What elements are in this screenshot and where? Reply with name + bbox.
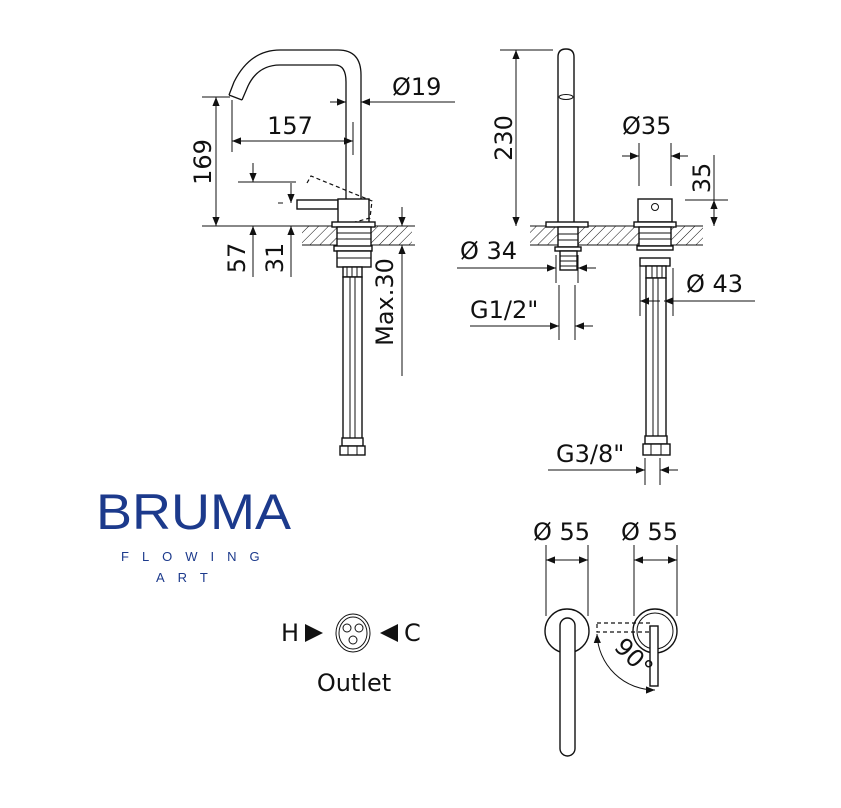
hot-arrow-icon	[305, 624, 323, 642]
dim-flange-43: Ø 43	[686, 270, 743, 298]
front-view	[530, 48, 703, 456]
outlet-connector-icon	[335, 613, 371, 653]
dim-thread-half-inch: G1/2"	[470, 296, 538, 324]
side-view-dimensions: Ø19 157 169 57 31 Max.30	[189, 73, 455, 376]
mixer-body	[337, 198, 370, 224]
dim-body-diameter-35: Ø35	[622, 112, 671, 140]
hot-label: H	[281, 619, 299, 647]
dim-right-rosette-55: Ø 55	[621, 518, 678, 546]
dim-lever-height: 57	[223, 243, 251, 274]
spout-pole	[557, 48, 575, 222]
dim-body-height: 31	[261, 243, 289, 274]
dim-spout-pole-height: 230	[490, 115, 518, 161]
dim-flange-34: Ø 34	[460, 237, 517, 265]
logo-tagline-2: ART	[156, 570, 221, 585]
cold-arrow-icon	[380, 624, 398, 642]
side-view-faucet	[202, 49, 415, 456]
supply-hoses	[645, 277, 667, 439]
spout-inner	[241, 64, 347, 200]
bruma-logo: BRUMA FLOWING ART	[96, 484, 292, 585]
outlet-label: Outlet	[317, 669, 391, 697]
dim-hose-thread: G3/8"	[556, 440, 624, 468]
logo-tagline-1: FLOWING	[121, 549, 273, 564]
dim-body-height-35: 35	[688, 163, 716, 194]
counter-section	[530, 226, 703, 245]
lever-handle	[296, 199, 339, 210]
dim-max-counter: Max.30	[371, 258, 399, 346]
outlet-legend: H C Outlet	[281, 613, 421, 697]
spout-top-view	[559, 617, 576, 757]
dim-spout-reach: 157	[267, 112, 313, 140]
logo-wordmark: BRUMA	[96, 484, 292, 540]
dim-spout-diameter: Ø19	[392, 73, 441, 101]
cold-label: C	[404, 619, 421, 647]
top-view: 90° Ø 55 Ø 55	[533, 518, 678, 757]
front-view-dimensions: 230 Ø 34 G1/2" Ø35 35 Ø 43 G3/8"	[457, 49, 755, 485]
dim-left-rosette-55: Ø 55	[533, 518, 590, 546]
supply-hoses	[342, 276, 363, 441]
dim-spout-height: 169	[189, 139, 217, 185]
spout-outer	[228, 49, 362, 200]
